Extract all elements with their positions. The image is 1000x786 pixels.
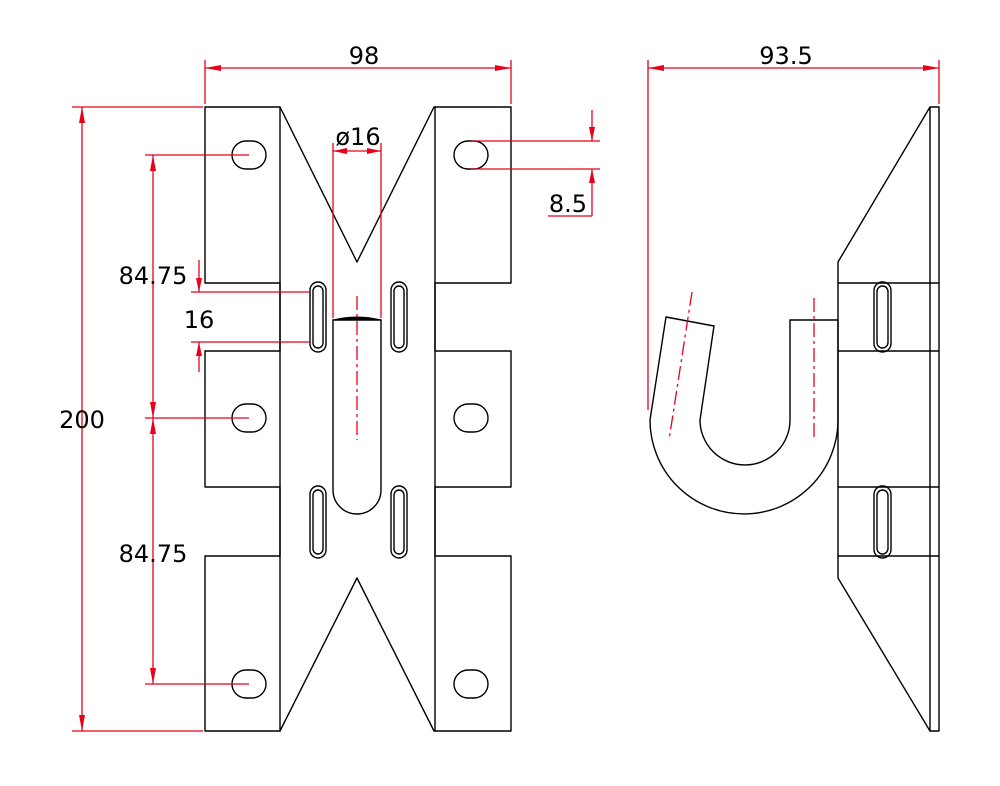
dim-text-spacing-upper: 84.75 <box>119 262 188 290</box>
side-slot-lower-inner <box>876 489 889 555</box>
slot-upper-left-inner <box>312 285 324 349</box>
dim-text-slot-width: 16 <box>184 306 215 334</box>
side-slot-upper <box>873 281 892 353</box>
slot-lower-left-inner <box>312 489 324 555</box>
front-dimensions: 98 ø16 8.5 200 84.75 84.75 <box>59 42 600 732</box>
slot-lower-right <box>390 485 408 559</box>
dim-text-hole-offset: 8.5 <box>549 190 587 218</box>
slot-upper-right-inner <box>393 285 405 349</box>
slot-lower-left <box>309 485 327 559</box>
hook-rod-top-shade <box>332 316 382 321</box>
front-outline <box>204 106 512 732</box>
mounting-hole-mid-right <box>453 403 489 433</box>
dim-text-height: 200 <box>59 406 105 434</box>
dim-text-spacing-lower: 84.75 <box>119 540 188 568</box>
mounting-hole-top-right <box>453 140 489 170</box>
dim-text-diameter: ø16 <box>335 123 380 151</box>
dim-text-width: 98 <box>349 42 380 70</box>
side-gusset <box>837 106 931 732</box>
slot-lower-right-inner <box>393 489 405 555</box>
slot-upper-left <box>309 281 327 353</box>
front-view <box>204 106 512 732</box>
dim-text-depth: 93.5 <box>759 42 812 70</box>
side-view <box>649 106 940 732</box>
mounting-hole-bottom-right <box>453 669 489 699</box>
side-slot-upper-inner <box>876 285 889 349</box>
hook-rod-front <box>332 319 382 515</box>
hook-centerline-left <box>668 291 693 441</box>
side-slot-lower <box>873 485 892 559</box>
side-dimensions: 93.5 <box>647 42 940 410</box>
j-hook <box>649 316 839 515</box>
slot-upper-right <box>390 281 408 353</box>
side-plate <box>929 106 940 732</box>
